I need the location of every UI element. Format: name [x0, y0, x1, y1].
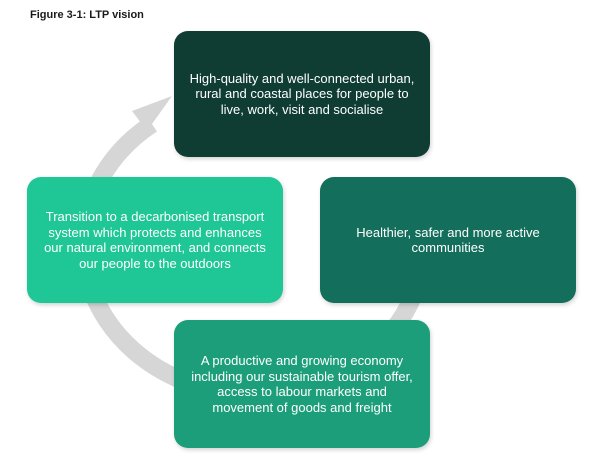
vision-text-places: High-quality and well-connected urban, r…: [189, 70, 415, 117]
figure-title: Figure 3-1: LTP vision: [30, 9, 144, 21]
vision-text-decarbonisation: Transition to a decarbonised transport s…: [44, 209, 266, 271]
vision-text-economy: A productive and growing economy includi…: [191, 353, 413, 415]
vision-text-communities: Healthier, safer and more active communi…: [356, 224, 540, 256]
vision-box-places: High-quality and well-connected urban, r…: [174, 31, 430, 157]
vision-box-decarbonisation: Transition to a decarbonised transport s…: [27, 177, 283, 303]
vision-box-communities: Healthier, safer and more active communi…: [320, 177, 576, 303]
arrow-head-icon: [132, 96, 172, 131]
vision-box-economy: A productive and growing economy includi…: [174, 320, 430, 448]
